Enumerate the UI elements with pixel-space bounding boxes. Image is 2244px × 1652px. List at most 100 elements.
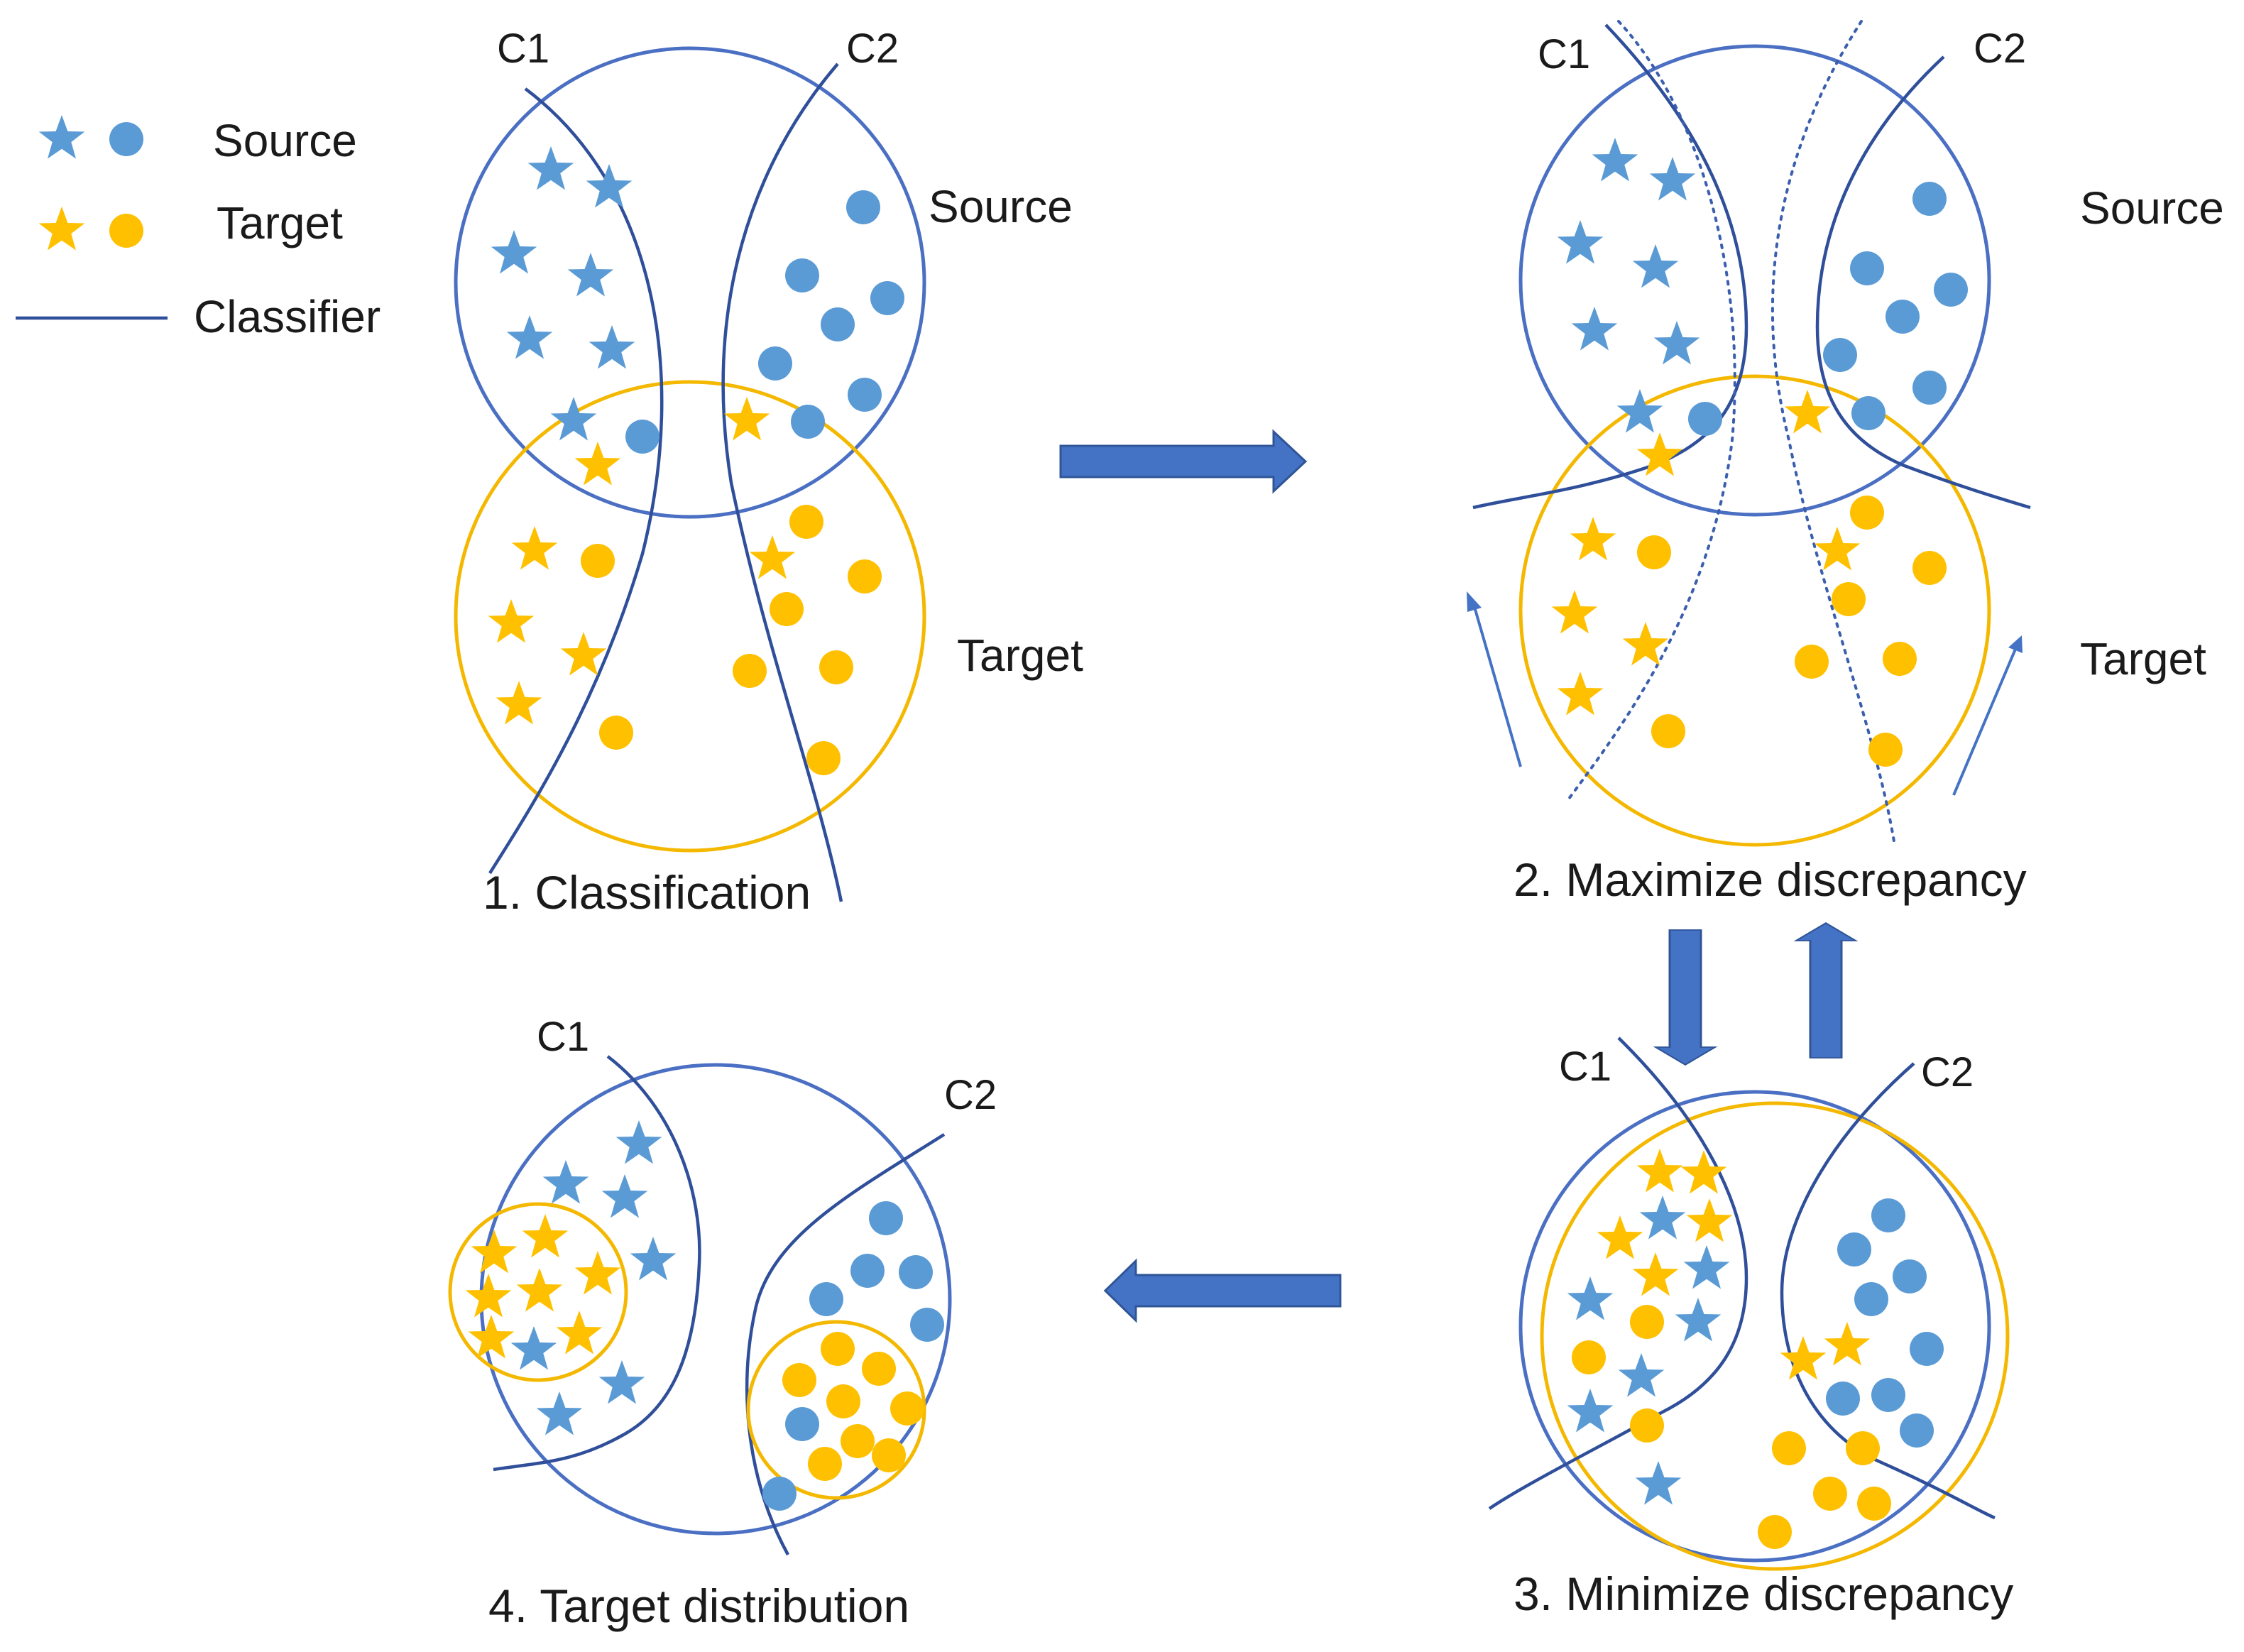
target-point xyxy=(1758,1515,1792,1549)
classifier-c1-boundary xyxy=(1472,23,1748,510)
target-point xyxy=(1637,535,1671,569)
panel-caption: 3. Minimize discrepancy xyxy=(1514,1568,2013,1620)
source-star xyxy=(1639,1196,1686,1240)
source-point xyxy=(1826,1382,1860,1416)
source-point xyxy=(1850,251,1884,285)
panel-caption: 4. Target distribution xyxy=(488,1580,909,1632)
target-star xyxy=(1632,1252,1679,1296)
c2-label: C2 xyxy=(1921,1049,1974,1095)
source-star xyxy=(630,1237,677,1281)
source-star xyxy=(1567,1276,1614,1320)
source-star xyxy=(542,1160,589,1204)
target-samples xyxy=(1572,1149,1891,1549)
target-point xyxy=(1850,496,1884,530)
source-point xyxy=(870,281,904,315)
classifier-c2-boundary xyxy=(745,1133,946,1556)
target-star xyxy=(723,397,770,441)
source-point xyxy=(899,1255,933,1289)
source-point xyxy=(1851,396,1885,430)
classifier-c1-boundary xyxy=(488,87,664,875)
source-star xyxy=(1571,307,1618,351)
c1-label: C1 xyxy=(497,26,549,72)
classifier-c2-boundary xyxy=(1815,55,2031,510)
source-star xyxy=(1616,389,1663,433)
panel-classification: C1 C2 Source Target 1. Classification xyxy=(454,26,1083,919)
source-point xyxy=(758,346,792,381)
target-point xyxy=(782,1363,816,1397)
legend: Source Target Classifier xyxy=(16,115,381,342)
target-star xyxy=(1636,1149,1683,1193)
panel-minimize-discrepancy: C1 C2 3. Minimize discrepancy xyxy=(1488,1036,2013,1620)
flow-down-arrow-icon xyxy=(1654,929,1717,1066)
target-star xyxy=(1570,517,1616,561)
discrepancy-arrow-left-head xyxy=(1467,591,1482,612)
source-star xyxy=(1653,321,1700,365)
source-star xyxy=(1649,157,1696,201)
source-samples xyxy=(491,146,904,454)
flow-right-arrow-icon xyxy=(1059,430,1307,493)
source-samples xyxy=(1557,138,1968,436)
target-star xyxy=(556,1311,603,1355)
source-point xyxy=(1854,1282,1888,1316)
target-star xyxy=(522,1214,569,1258)
target-label: Target xyxy=(2080,633,2206,684)
source-point xyxy=(910,1308,944,1342)
target-point xyxy=(1772,1431,1806,1465)
target-star xyxy=(465,1274,512,1318)
c1-label: C1 xyxy=(1559,1044,1611,1090)
legend-target-circle-icon xyxy=(109,214,143,248)
target-point xyxy=(1630,1408,1664,1443)
classifier-c2-shift-dotted xyxy=(1770,20,1895,843)
source-point xyxy=(1912,182,1947,216)
target-point xyxy=(821,1332,855,1366)
source-point xyxy=(1912,371,1947,405)
source-point xyxy=(1688,402,1722,436)
source-point xyxy=(846,190,880,224)
source-point xyxy=(1823,338,1857,372)
c2-label: C2 xyxy=(944,1072,997,1118)
target-star xyxy=(749,535,796,579)
target-star xyxy=(488,599,535,643)
source-star xyxy=(1557,220,1604,264)
source-star xyxy=(510,1326,557,1370)
source-star xyxy=(1618,1353,1665,1397)
target-star xyxy=(516,1268,563,1312)
source-star xyxy=(1635,1461,1682,1505)
legend-source-star-icon xyxy=(38,115,85,159)
source-point xyxy=(1934,273,1968,307)
target-point xyxy=(848,559,882,593)
target-star xyxy=(1814,527,1861,571)
target-point xyxy=(806,741,841,775)
source-point xyxy=(785,1407,819,1441)
target-point xyxy=(1883,642,1917,676)
target-point-cluster-circle xyxy=(746,1320,926,1500)
target-samples xyxy=(465,1214,924,1481)
target-star xyxy=(496,681,542,725)
source-domain-circle xyxy=(1518,1090,1991,1563)
target-domain-circle xyxy=(1518,374,1991,847)
source-point xyxy=(625,420,659,454)
source-point xyxy=(848,378,882,412)
source-point xyxy=(1837,1232,1871,1267)
source-star xyxy=(601,1174,648,1218)
target-star xyxy=(574,442,621,486)
source-star xyxy=(1592,138,1638,182)
legend-target-star-icon xyxy=(38,207,85,251)
target-point xyxy=(826,1384,860,1418)
target-point xyxy=(581,544,615,578)
source-star xyxy=(1675,1298,1722,1342)
target-samples xyxy=(1551,390,1947,767)
c2-label: C2 xyxy=(1974,26,2026,72)
source-star xyxy=(536,1391,583,1435)
classifier-c1-boundary xyxy=(493,1055,701,1472)
source-star xyxy=(615,1120,662,1164)
target-point xyxy=(599,716,633,750)
target-point xyxy=(1651,714,1685,748)
c2-label: C2 xyxy=(846,26,899,72)
legend-source-circle-icon xyxy=(109,122,143,156)
legend-classifier-label: Classifier xyxy=(194,291,381,342)
target-point xyxy=(1795,645,1829,679)
source-samples xyxy=(510,1120,944,1511)
source-domain-circle xyxy=(454,46,926,519)
discrepancy-arrow-left xyxy=(1472,601,1522,767)
